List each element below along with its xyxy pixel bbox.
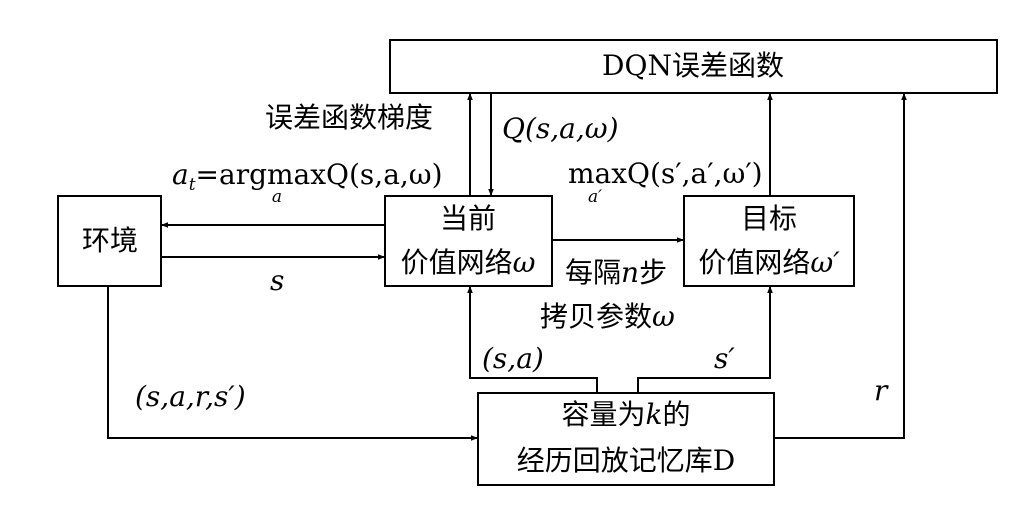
dqn-loss-box <box>389 39 998 94</box>
sample-sa-label: (s,a) <box>482 342 544 375</box>
replay-line1: 容量为k的 <box>562 398 691 431</box>
copy-label-line2: 拷贝参数ω <box>540 300 675 333</box>
q-current-label: Q(s,a,ω) <box>502 112 619 145</box>
copy-label-line1: 每隔n步 <box>565 256 667 289</box>
target-net-line2: 价值网络ω′ <box>698 246 840 279</box>
reward-label: r <box>874 374 889 407</box>
sample-s-next-label: s′ <box>714 342 735 375</box>
max-target-under: a′ <box>588 187 602 207</box>
edge-replay-to-current <box>467 286 598 393</box>
current-net-line1: 当前 <box>440 202 496 235</box>
state-label: s <box>270 264 284 297</box>
current-net-line2: 价值网络ω <box>401 246 536 279</box>
replay-memory-box <box>477 392 775 486</box>
replay-line2: 经历回放记忆库D <box>517 444 735 477</box>
environment-label: 环境 <box>82 224 138 257</box>
target-value-network-box <box>683 195 855 287</box>
action-policy-argmax-under: a <box>272 187 282 207</box>
edge-replay-to-target <box>637 286 773 393</box>
transition-label: (s,a,r,s′) <box>135 380 246 413</box>
environment-box <box>57 195 162 287</box>
target-net-line1: 目标 <box>741 202 797 235</box>
max-target-label: maxQ(s′,a′,ω′) <box>568 157 763 190</box>
action-policy-label: at=argmaxQ(s,a,ω) <box>172 158 443 195</box>
current-value-network-box <box>384 195 553 287</box>
edge-env-to-replay <box>107 286 478 441</box>
gradient-label: 误差函数梯度 <box>265 101 433 134</box>
edge-reward-to-loss <box>774 93 907 439</box>
dqn-loss-label: DQN误差函数 <box>602 49 784 82</box>
